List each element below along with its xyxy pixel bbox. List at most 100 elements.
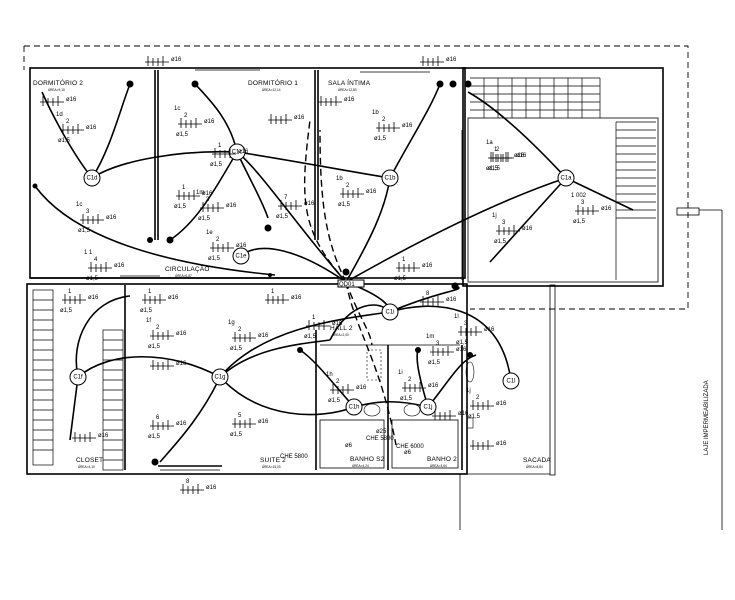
conduit-diameter: ø16: [516, 153, 527, 159]
wire-section: ø1,5: [58, 138, 71, 144]
room-name: CLOSET: [76, 457, 103, 464]
wire-section: ø1,5: [374, 136, 387, 142]
circuit-code: 1 002: [571, 193, 587, 199]
conduit-diameter: ø16: [366, 189, 377, 195]
conduit-diameter: ø16: [456, 347, 467, 353]
conduit-diameter: ø16: [496, 441, 507, 447]
ceiling-light: C1b: [381, 169, 399, 187]
circuit-number: 6: [156, 415, 160, 421]
wire-section: ø1,5: [198, 216, 211, 222]
circuit-code: 1b: [372, 110, 379, 116]
wire-section: ø1,5: [400, 396, 413, 402]
wire-section: ø1,5: [208, 256, 221, 262]
circuit-number: 2: [346, 183, 350, 189]
svg-text:C1j: C1j: [423, 405, 432, 411]
ceiling-light: C1e: [232, 247, 250, 265]
ceiling-light: C1a: [557, 169, 575, 187]
conduit-diameter: ø16: [86, 125, 97, 131]
conductor-symbol: [60, 124, 84, 134]
circuit-number: 2: [382, 117, 386, 123]
wire-section: ø1,5: [394, 276, 407, 282]
circuit-number: 8: [426, 291, 430, 297]
conductor-symbol: [80, 214, 104, 224]
svg-text:C1h: C1h: [348, 405, 359, 411]
circuit-number: 3: [581, 200, 585, 206]
conduit-diameter: ø16: [428, 383, 439, 389]
conductor-symbol: [488, 152, 512, 162]
conductor-symbol: [278, 200, 302, 210]
ceiling-light: C1d: [83, 169, 101, 187]
circuit-number: 1: [218, 143, 222, 149]
ceiling-light: C1g: [211, 368, 229, 386]
conduit-diameter: ø16: [238, 149, 249, 155]
section-label: ø6: [404, 450, 412, 456]
room-area: ÁREA=8,84: [526, 465, 543, 469]
svg-text:C1g: C1g: [214, 375, 225, 381]
circuit-number: 7: [284, 195, 288, 201]
circuit-annotation: ø16: [72, 432, 109, 442]
conduit-diameter: ø16: [402, 123, 413, 129]
circuit-number: 1: [68, 289, 72, 295]
circuit-number: 1: [312, 315, 316, 321]
wire-section: ø1,5: [494, 239, 507, 245]
circuit-number: 2: [476, 395, 480, 401]
room-name: DORMITÓRIO 1: [248, 78, 298, 87]
conduit-diameter: ø16: [202, 191, 213, 197]
circuit-annotation: ø16: [318, 96, 355, 106]
circuit-code: 1m: [426, 334, 434, 340]
circuit-number: 3: [502, 220, 506, 226]
wire-section: ø1,5: [304, 334, 317, 340]
circuit-code: 1 1: [84, 250, 93, 256]
circuit-number: 1: [271, 289, 275, 295]
circuit-number: 1: [148, 289, 152, 295]
roof-outline: [24, 45, 689, 310]
room-name: SALA ÍNTIMA: [328, 78, 371, 87]
wire-section: ø1,5: [573, 219, 586, 225]
circuit-annotation: ø16: [145, 56, 182, 66]
side-label: LAJE IMPERMEABILIZADA: [704, 380, 710, 455]
circuit-number: 2: [216, 237, 220, 243]
conduit-diameter: ø16: [106, 215, 117, 221]
circuit-number: 3: [436, 341, 440, 347]
ceiling-light: C1h: [345, 398, 363, 416]
conductor-symbol: [470, 440, 494, 450]
conductor-symbol: [232, 332, 256, 342]
conduit-diameter: ø16: [258, 333, 269, 339]
wire-section: ø1,5: [428, 360, 441, 366]
circuit-number: 2: [336, 379, 340, 385]
conduit-diameter: ø16: [88, 295, 99, 301]
wire-section: ø1,5: [230, 346, 243, 352]
circuit-number: 2: [238, 327, 242, 333]
circuit-annotation: ø16: [40, 96, 77, 106]
conductor-symbol: [376, 122, 400, 132]
conductor-symbol: [210, 242, 234, 252]
circuit-code: 1g: [228, 320, 235, 326]
room-name: BANHO 2: [427, 456, 457, 463]
circuit-number: 8: [186, 479, 190, 485]
svg-text:C1l: C1l: [506, 379, 515, 385]
circuit-number: 3: [206, 197, 210, 203]
circuit-number: 5: [238, 413, 242, 419]
circuit-number: 2: [496, 147, 500, 153]
conductor-symbol: [458, 326, 482, 336]
conductor-symbol: [88, 262, 112, 272]
conduit-diameter: ø16: [356, 385, 367, 391]
conductor-symbol: [430, 346, 454, 356]
conductor-symbol: [402, 382, 426, 392]
light-fixtures: C1a C1b C1c C1d C1e C1f C1g C1h C1i C1j …: [69, 143, 575, 416]
conductor-symbol: [306, 320, 330, 330]
ceiling-light: C1l: [502, 372, 520, 390]
